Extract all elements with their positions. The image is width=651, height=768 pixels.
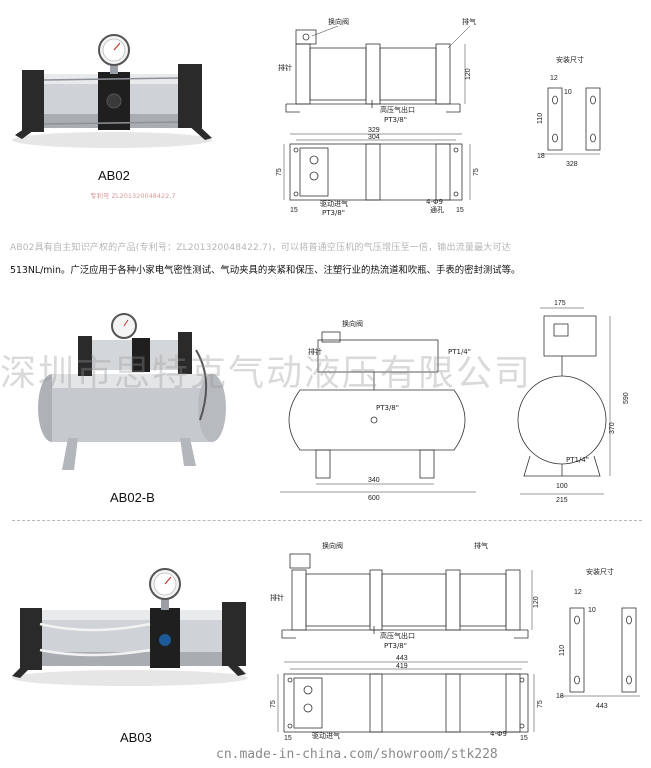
ab02-drive-inlet-label: 驱动进气 <box>320 199 348 208</box>
ab02-mount-110: 110 <box>537 113 544 124</box>
section-divider <box>12 520 642 521</box>
ab03-model-caption: AB03 <box>120 730 152 743</box>
ab02b-pt38-label: PT3/8" <box>376 404 399 412</box>
ab02-width-dim-right: 75 <box>473 168 480 176</box>
ab02b-600-dim: 600 <box>368 495 380 502</box>
ab03-len2-dim: 419 <box>396 663 408 670</box>
ab02-vent-label: 排气 <box>462 17 476 26</box>
ab02b-photo <box>38 313 226 470</box>
ab02b-section: AB02-B 换向阀 排针 PT1/4" PT3/8" 340 600 175 … <box>38 300 630 505</box>
ab02-pt38b-label: PT3/8" <box>322 209 345 217</box>
ab02-mount-328: 328 <box>566 161 578 168</box>
ab02-15-right: 15 <box>456 207 464 214</box>
ab02-subcaption: 专利号 ZL201320048422.7 <box>90 191 175 200</box>
ab02-width-dim-left: 75 <box>276 168 283 176</box>
ab02-len1-dim: 329 <box>368 127 380 134</box>
ab03-15-right: 15 <box>520 735 528 742</box>
ab02-mount-10: 10 <box>564 89 572 96</box>
ab03-width-dim-right: 75 <box>537 700 544 708</box>
ab03-mount-12: 12 <box>574 589 582 596</box>
ab02b-front-view <box>280 331 476 493</box>
ab02-high-outlet-label: 高压气出口 <box>380 105 415 114</box>
ab02b-pt14b-label: PT1/4" <box>566 456 589 464</box>
ab03-width-dim-left: 75 <box>270 700 277 708</box>
ab02-pt38-label: PT3/8" <box>384 116 407 124</box>
ab03-mount-drawing <box>560 607 640 697</box>
ab02-section: AB02 专利号 ZL201320048422.7 换向阀 排气 排针 高压气出… <box>12 17 601 217</box>
ab03-switch-valve-label: 换向阀 <box>322 541 343 550</box>
ab03-drive-inlet-label: 驱动进气 <box>312 731 340 740</box>
ab03-holes-label: 4-Φ9 <box>490 730 507 738</box>
ab02-vent-left-label: 排针 <box>278 63 292 72</box>
ab02-mount-18: 18 <box>537 153 545 160</box>
ab02b-switch-valve-label: 换向阀 <box>342 319 363 328</box>
ab02-mount-12: 12 <box>550 75 558 82</box>
ab03-mount-443: 443 <box>596 703 608 710</box>
ab03-side-view <box>281 553 533 639</box>
ab02-15-left: 15 <box>290 207 298 214</box>
ab03-photo <box>12 568 248 686</box>
ab03-top-view <box>277 661 535 733</box>
ab02b-215-dim: 215 <box>556 497 568 504</box>
ab03-high-outlet-label: 高压气出口 <box>380 631 415 640</box>
ab02-side-view <box>285 29 466 113</box>
ab02b-100-dim: 100 <box>556 483 568 490</box>
ab03-mount-10: 10 <box>588 607 596 614</box>
footer-source-url: cn.made-in-china.com/showroom/stk228 <box>216 747 498 762</box>
ab02-mount-drawing <box>540 87 601 155</box>
ab02b-175-dim: 175 <box>554 300 566 307</box>
ab03-mount-110: 110 <box>559 645 566 656</box>
description-line-2: 513NL/min。广泛应用于各种小家电气密性测试、气动夹具的夹紧和保压、注塑行… <box>10 265 521 276</box>
ab02-through-label: 通孔 <box>430 205 444 214</box>
ab02-len2-dim: 304 <box>368 134 380 141</box>
ab02-photo <box>12 34 212 148</box>
ab02b-pt14-label: PT1/4" <box>448 348 471 356</box>
company-watermark: 深圳市思特克气动液压有限公司 <box>0 353 533 394</box>
ab03-pt38-label: PT3/8" <box>384 642 407 650</box>
ab02b-590-dim: 590 <box>623 392 630 404</box>
ab02-switch-valve-label: 换向阀 <box>328 17 349 26</box>
ab02-model-caption: AB02 <box>98 168 130 183</box>
ab03-len1-dim: 443 <box>396 655 408 662</box>
ab02b-340-dim: 340 <box>368 477 380 484</box>
ab03-mount-18: 18 <box>556 693 564 700</box>
description-line-1: AB02具有自主知识产权的产品(专利号：ZL201320048422.7)，可以… <box>10 243 511 253</box>
ab02b-side-view <box>517 307 611 495</box>
ab02b-vent-label: 排针 <box>308 347 322 356</box>
ab03-install-size-label: 安装尺寸 <box>586 567 614 576</box>
ab03-vent-left-label: 排针 <box>270 593 284 602</box>
ab02-height-dim: 120 <box>465 68 472 80</box>
ab02-holes-label: 4-Φ9 <box>426 198 443 206</box>
ab02b-370-dim: 370 <box>609 422 616 434</box>
ab02b-model-caption: AB02-B <box>110 490 155 505</box>
ab03-15-left: 15 <box>284 735 292 742</box>
ab03-section: AB03 换向阀 排气 排针 高压气出口 PT3/8" 120 <box>12 541 640 743</box>
ab02-install-size-label: 安装尺寸 <box>556 55 584 64</box>
ab02-top-view <box>283 133 471 201</box>
ab03-height-dim: 120 <box>533 596 540 608</box>
ab03-vent-label: 排气 <box>474 541 488 550</box>
